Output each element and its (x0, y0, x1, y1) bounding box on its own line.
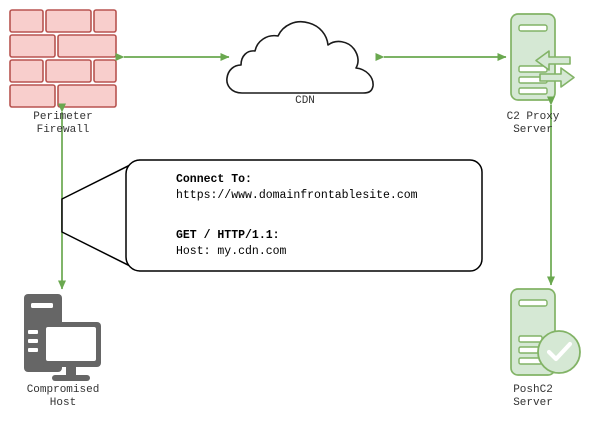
desktop-computer-icon (24, 294, 101, 381)
label-poshc2-server: PoshC2 Server (513, 384, 553, 409)
callout-line-get-request: GET / HTTP/1.1: (176, 228, 280, 243)
callout-line-host-header: Host: my.cdn.com (176, 245, 287, 258)
label-cdn: CDN (295, 95, 315, 107)
label-compromised-host: Compromised Host (26, 384, 100, 409)
callout-get-header: GET / HTTP/1.1: (176, 229, 280, 242)
callout-line-url: https://www.domainfrontablesite.com (176, 189, 418, 202)
callout-connect-to-header: Connect To: (176, 173, 252, 186)
callout-line-connect-to: Connect To: (176, 172, 252, 187)
proxy-server-icon (510, 13, 575, 101)
brick-wall-icon (9, 9, 117, 108)
cloud-icon (226, 20, 374, 94)
server-check-icon (510, 288, 581, 376)
label-perimeter-firewall: Perimeter Firewall (33, 111, 93, 136)
traffic-callout (61, 159, 483, 272)
label-c2-proxy-server: C2 Proxy Server (506, 111, 560, 136)
